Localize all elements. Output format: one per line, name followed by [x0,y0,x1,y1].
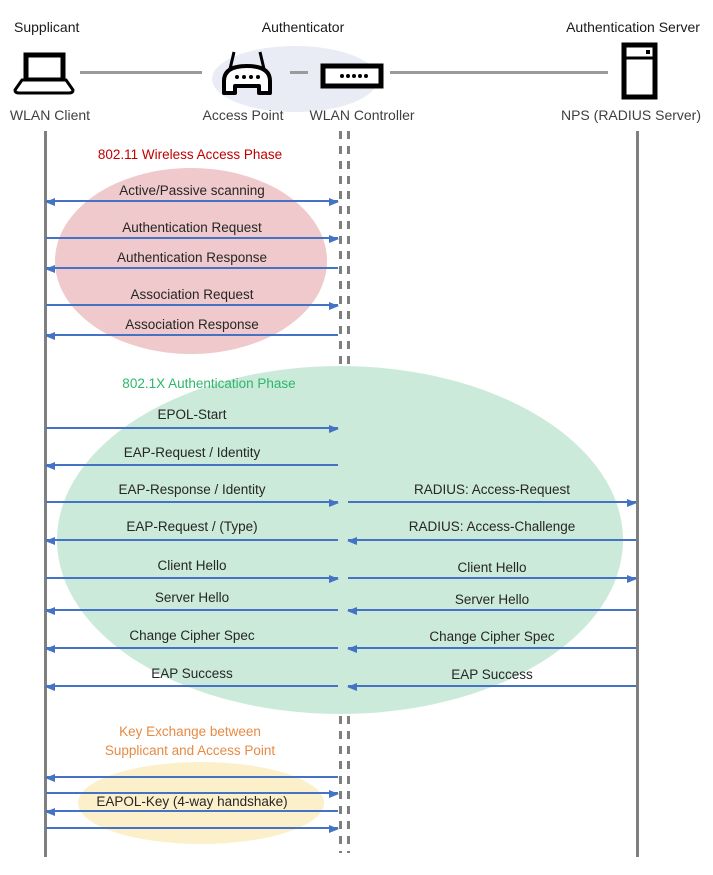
message-arrow-1 [46,235,339,243]
message-arrow-7 [46,499,339,507]
message-label-4: Association Response [125,317,259,332]
phase-title-key-exchange: Key Exchange between Supplicant and Acce… [104,724,276,758]
message-label-12: Client Hello [457,560,527,575]
wlan-controller-icon [320,63,384,89]
message-label-0: Active/Passive scanning [119,183,265,198]
message-label-17: EAP Success [151,666,233,681]
message-arrow-23 [46,825,339,833]
message-arrow-8 [348,499,637,507]
message-arrow-6 [45,462,338,470]
message-arrow-3 [46,302,339,310]
message-arrow-18 [347,683,636,691]
message-arrow-9 [45,537,338,545]
message-arrow-0 [45,198,339,206]
node-label-access-point: Access Point [202,107,284,123]
message-label-9: EAP-Request / (Type) [126,519,258,534]
lifeline-authentication-server [636,131,639,857]
message-arrow-17 [45,683,338,691]
message-arrow-14 [347,607,636,615]
message-arrow-12 [348,575,637,583]
message-arrow-19 [45,774,338,782]
phase-title-80211: 802.11 Wireless Access Phase [97,147,283,162]
message-label-13: Server Hello [154,590,230,605]
message-label-6: EAP-Request / Identity [123,445,261,460]
connector-line [80,71,202,74]
message-arrow-10 [347,537,636,545]
message-arrow-13 [45,607,338,615]
message-arrow-5 [46,425,339,433]
phase-ellipse-80211 [55,168,327,354]
message-label-11: Client Hello [157,558,227,573]
message-arrow-15 [45,645,338,653]
access-point-icon [222,51,272,95]
role-authentication-server: Authentication Server [566,19,700,35]
message-label-3: Association Request [130,287,254,302]
message-label-10: RADIUS: Access-Challenge [408,519,576,534]
node-label-nps-radius-server: NPS (RADIUS Server) [560,107,702,123]
message-arrow-16 [347,645,636,653]
message-arrow-4 [45,332,338,340]
node-label-wlan-controller: WLAN Controller [309,107,415,123]
message-label-18: EAP Success [451,667,533,682]
message-label-8: RADIUS: Access-Request [413,482,571,497]
message-label-14: Server Hello [454,592,530,607]
message-label-5: EPOL-Start [157,407,227,422]
message-label-1: Authentication Request [122,220,262,235]
message-arrow-22 [45,808,338,816]
message-arrow-2 [45,265,338,273]
role-supplicant: Supplicant [14,19,80,35]
message-label-21: EAPOL-Key (4-way handshake) [96,794,288,809]
server-icon [621,42,658,100]
lifeline-supplicant [44,131,47,857]
connector-line [390,71,608,74]
node-label-wlan-client: WLAN Client [9,107,91,123]
laptop-icon [13,52,75,95]
message-label-16: Change Cipher Spec [429,629,555,644]
message-label-2: Authentication Response [116,250,268,265]
message-label-7: EAP-Response / Identity [118,482,266,497]
message-label-15: Change Cipher Spec [129,628,255,643]
phase-ellipse-key-exchange [78,762,324,844]
role-authenticator: Authenticator [261,19,345,35]
message-arrow-11 [46,575,339,583]
phase-title-8021x: 802.1X Authentication Phase [122,376,296,391]
connector-line [290,71,308,74]
message-arrow-20 [46,790,339,798]
